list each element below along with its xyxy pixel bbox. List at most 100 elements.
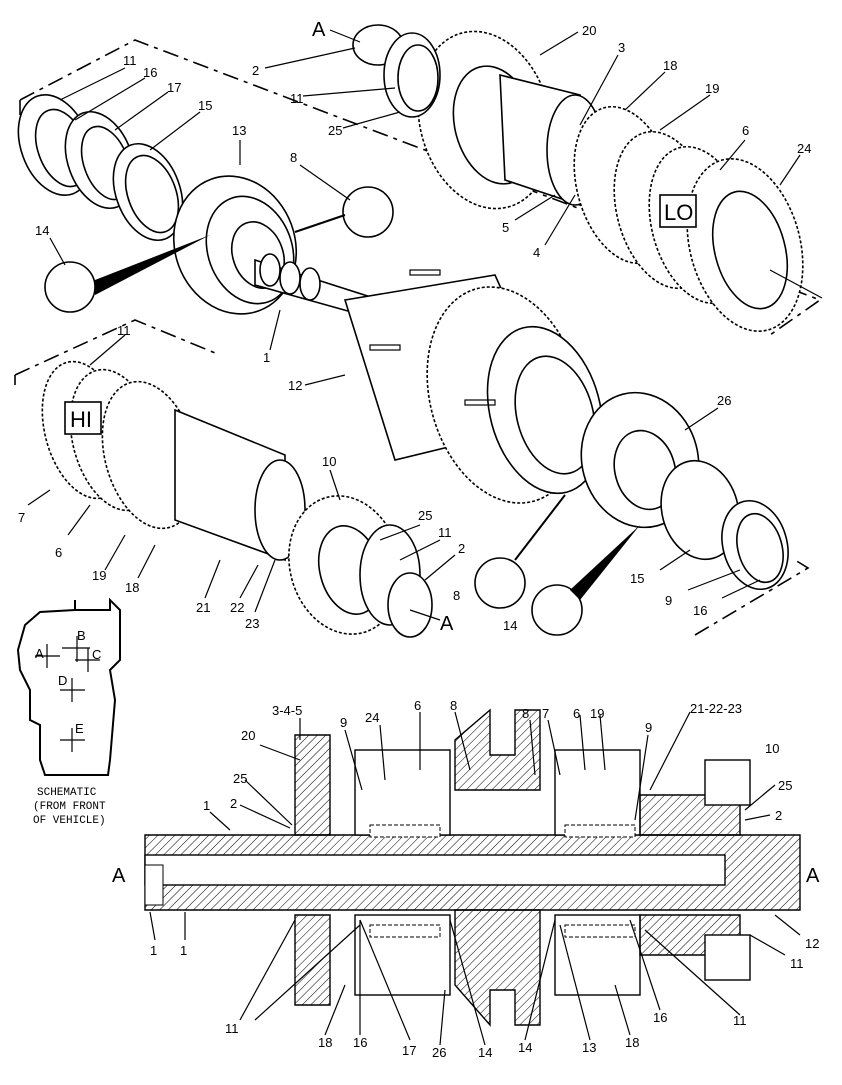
callout-24-section: 24 — [365, 710, 379, 725]
ring-stack-top — [352, 24, 441, 118]
callout-15-lower: 15 — [630, 571, 644, 586]
section-callouts: 3-4-5 20 25 1 2 9 24 6 8 8 7 6 19 9 21-2… — [112, 698, 820, 1060]
bottom-group-outline — [14, 319, 810, 636]
callout-8-upper: 8 — [290, 150, 297, 165]
callout-11-top: 11 — [290, 91, 304, 106]
callout-17-section: 17 — [402, 1043, 416, 1058]
gear-20-assembly — [417, 30, 604, 210]
callout-11-section-right: 11 — [790, 956, 804, 971]
callout-14-lower: 14 — [503, 618, 517, 633]
callout-2-section-left: 2 — [230, 796, 237, 811]
callout-2-top: 2 — [252, 63, 259, 78]
hi-label: HI — [70, 407, 92, 432]
callout-18-mid: 18 — [125, 580, 139, 595]
callout-15-upper: 15 — [198, 98, 212, 113]
callout-2-section-right: 2 — [775, 808, 782, 823]
schematic-labels: A B C D E SCHEMATIC (FROM FRONT OF VEHIC… — [33, 628, 106, 827]
callout-5: 5 — [502, 220, 509, 235]
callout-11-mid-left: 11 — [117, 323, 131, 338]
callout-8-lower: 8 — [453, 588, 460, 603]
detail-circles — [44, 186, 640, 636]
schematic-pos-d: D — [58, 673, 67, 688]
leader-lines — [27, 29, 801, 621]
callout-14-upper: 14 — [35, 223, 49, 238]
callout-18-section-right: 18 — [625, 1035, 639, 1050]
callout-25-mid: 25 — [418, 508, 432, 523]
piston-26-assembly — [580, 391, 789, 591]
callout-16-lower: 16 — [693, 603, 707, 618]
schematic-caption-2: (FROM FRONT — [33, 801, 106, 813]
callout-13-section: 13 — [582, 1040, 596, 1055]
schematic-pos-b: B — [77, 628, 86, 643]
callout-10-section: 10 — [765, 741, 779, 756]
callout-12-section: 12 — [805, 936, 819, 951]
schematic-pos-a: A — [35, 646, 44, 661]
hi-box: HI — [64, 401, 102, 435]
callout-26-upper: 26 — [717, 393, 731, 408]
seal-ring-stack-top-left — [17, 93, 184, 242]
callout-16-upper-left: 16 — [143, 65, 157, 80]
callout-8-section-left: 8 — [450, 698, 457, 713]
callout-1: 1 — [263, 350, 270, 365]
callout-6-section-left: 6 — [414, 698, 421, 713]
clutch-drum-12 — [343, 269, 604, 504]
callout-6-top: 6 — [742, 123, 749, 138]
callout-19-top: 19 — [705, 81, 719, 96]
callout-25-section-left: 25 — [233, 771, 247, 786]
callout-1-section-b: 1 — [180, 943, 187, 958]
callout-20-section: 20 — [241, 728, 255, 743]
callout-19-section: 19 — [590, 706, 604, 721]
callout-2-mid: 2 — [458, 541, 465, 556]
callout-6-section-right: 6 — [573, 706, 580, 721]
callout-a-right: A — [806, 865, 820, 887]
callout-21-22-23: 21-22-23 — [690, 701, 742, 716]
callout-23-mid: 23 — [245, 616, 259, 631]
callout-18-top: 18 — [663, 58, 677, 73]
callout-16-section-right: 16 — [653, 1010, 667, 1025]
callout-16-section-left: 16 — [353, 1035, 367, 1050]
hi-clutch-pack — [41, 360, 306, 562]
callout-24-top: 24 — [797, 141, 811, 156]
callout-a-top: A — [312, 19, 326, 41]
callout-11-mid: 11 — [438, 525, 452, 540]
callout-9-lower: 9 — [665, 593, 672, 608]
callout-11-section-left: 11 — [225, 1021, 239, 1036]
callout-12-upper: 12 — [288, 378, 302, 393]
callout-9-section-left: 9 — [340, 715, 347, 730]
lo-clutch-pack — [573, 105, 823, 332]
callout-1-section-top: 1 — [203, 798, 210, 813]
callout-3: 3 — [618, 40, 625, 55]
schematic-pos-c: C — [92, 647, 101, 662]
top-group-outline — [19, 39, 822, 336]
callout-20: 20 — [582, 23, 596, 38]
callout-a-mid: A — [440, 613, 454, 635]
callout-14-section-left: 14 — [478, 1045, 492, 1060]
callout-4: 4 — [533, 245, 540, 260]
callout-8-section-right: 8 — [522, 706, 529, 721]
callout-26-section: 26 — [432, 1045, 446, 1060]
schematic-caption-1: SCHEMATIC — [37, 787, 97, 799]
exploded-callouts: A 2 11 25 20 3 18 19 6 24 5 4 11 16 17 1… — [18, 19, 811, 635]
callout-9-section-right: 9 — [645, 720, 652, 735]
callout-6-mid: 6 — [55, 545, 62, 560]
callout-17: 17 — [167, 80, 181, 95]
callout-7-upper: 7 — [18, 510, 25, 525]
vehicle-schematic — [16, 597, 121, 776]
callout-11-section-bottom-right: 11 — [733, 1013, 747, 1028]
callout-11-upper-left: 11 — [123, 53, 137, 68]
callout-10-mid: 10 — [322, 454, 336, 469]
schematic-caption-3: OF VEHICLE) — [33, 815, 106, 827]
callout-19-mid: 19 — [92, 568, 106, 583]
callout-13: 13 — [232, 123, 246, 138]
lo-label: LO — [664, 200, 693, 225]
callout-21-mid: 21 — [196, 600, 210, 615]
section-leader-lines — [149, 711, 801, 1046]
callout-18-section-left: 18 — [318, 1035, 332, 1050]
callout-14-section-right: 14 — [518, 1040, 532, 1055]
callout-3-4-5: 3-4-5 — [272, 703, 302, 718]
gear-10-assembly — [288, 495, 433, 638]
callout-7-section: 7 — [542, 706, 549, 721]
callout-25-top: 25 — [328, 123, 342, 138]
section-view — [144, 708, 801, 1027]
